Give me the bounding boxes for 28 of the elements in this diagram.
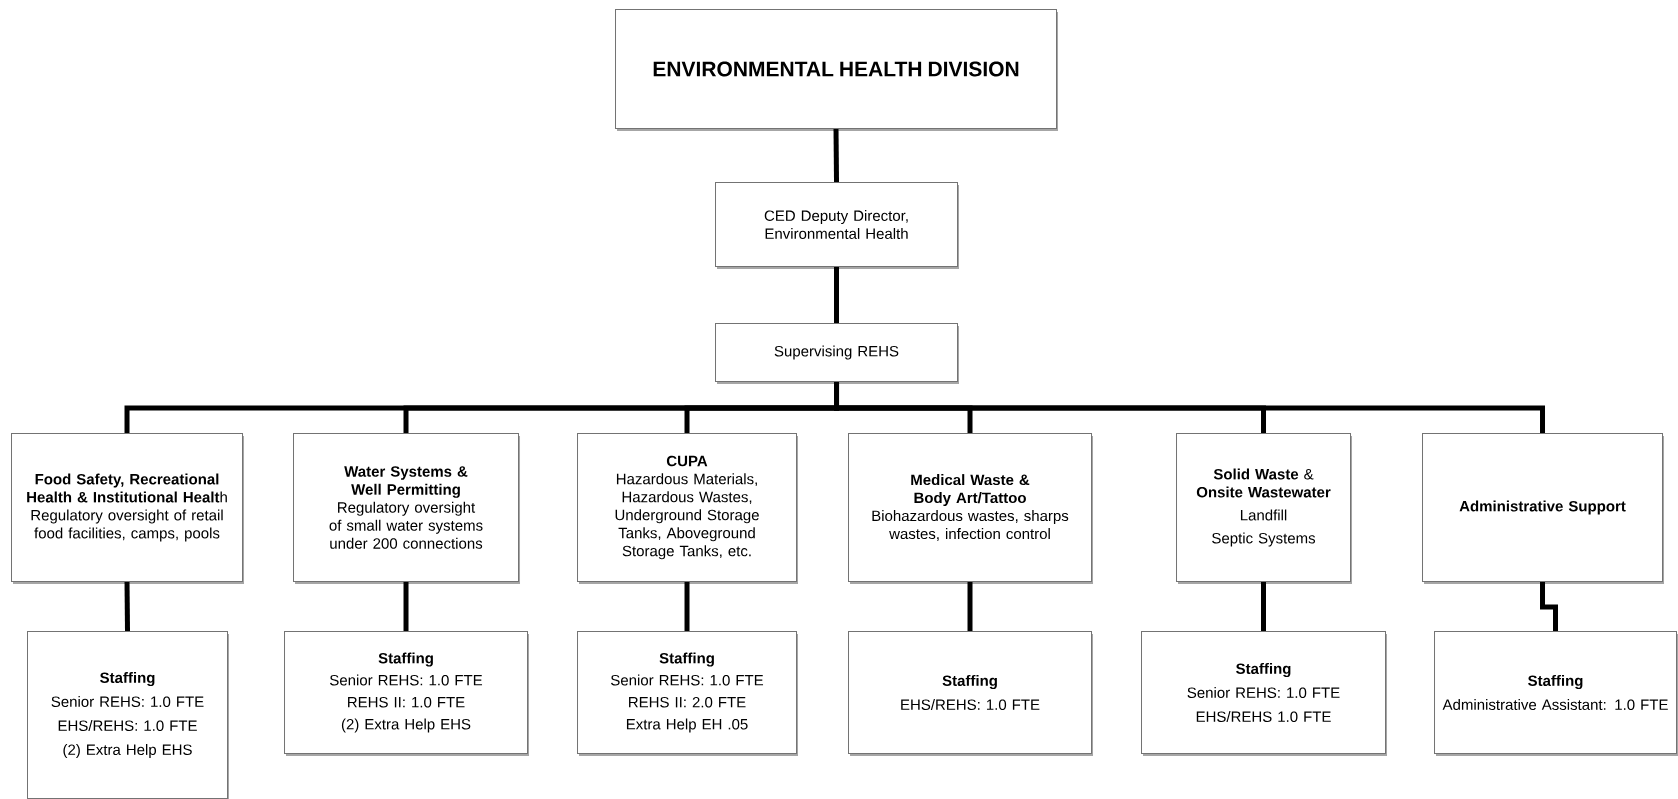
org-box: Administrative Support (1422, 433, 1663, 582)
org-box: Staffing Senior REHS: 1.0 FTE REHS II: 2.0 FTE Extra Help EH .05 (577, 631, 797, 754)
connector-line (1261, 582, 1266, 631)
org-box: Staffing Senior REHS: 1.0 FTE EHS/REHS 1.0 FTE (1141, 631, 1386, 754)
node-label: Staffing (100, 672, 155, 687)
connector-line (834, 382, 1545, 433)
org-box: Staffing Senior REHS: 1.0 FTE EHS/REHS: 1.0 FTE (2) Extra Help EHS (27, 631, 228, 799)
org-box: CED Deputy Director, Environmental Health (715, 182, 958, 267)
node-label: EHS/REHS: 1.0 FTE (58, 720, 197, 732)
connector-line (124, 581, 130, 631)
org-box: Water Systems & Well Permitting Regulatory oversight of small water systems under 200 connections (293, 433, 519, 582)
org-box: CUPA Hazardous Materials, Hazardous Wastes, Underground Storage Tanks, Aboveground Storage Tanks, etc. (577, 433, 797, 582)
connector-line (403, 582, 409, 631)
connector-line (1540, 582, 1558, 631)
org-box: Supervising REHS (715, 323, 958, 382)
connector-line (833, 128, 839, 182)
org-box: Food Safety, Recreational Health & Institutional Health Regulatory oversight of retail food facilities, camps, pools (11, 433, 243, 582)
node-label: Senior REHS: 1.0 FTE (51, 696, 204, 708)
node-label: (2) Extra Help EHS (63, 744, 192, 758)
connector-line (967, 582, 973, 631)
org-box: Medical Waste & Body Art/Tattoo Biohazardous wastes, sharps wastes, infection control (848, 433, 1092, 582)
org-box: Staffing EHS/REHS: 1.0 FTE (848, 631, 1092, 754)
org-box: Solid Waste & Onsite Wastewater Landfill Septic Systems (1176, 433, 1351, 582)
connector-line (834, 267, 839, 323)
org-box: ENVIRONMENTAL HEALTH DIVISION (615, 9, 1057, 129)
org-box: Staffing Senior REHS: 1.0 FTE REHS II: 1.0 FTE (2) Extra Help EHS (284, 631, 528, 754)
org-box: Staffing Administrative Assistant: 1.0 FTE (1434, 631, 1677, 754)
connector-line (684, 582, 690, 631)
